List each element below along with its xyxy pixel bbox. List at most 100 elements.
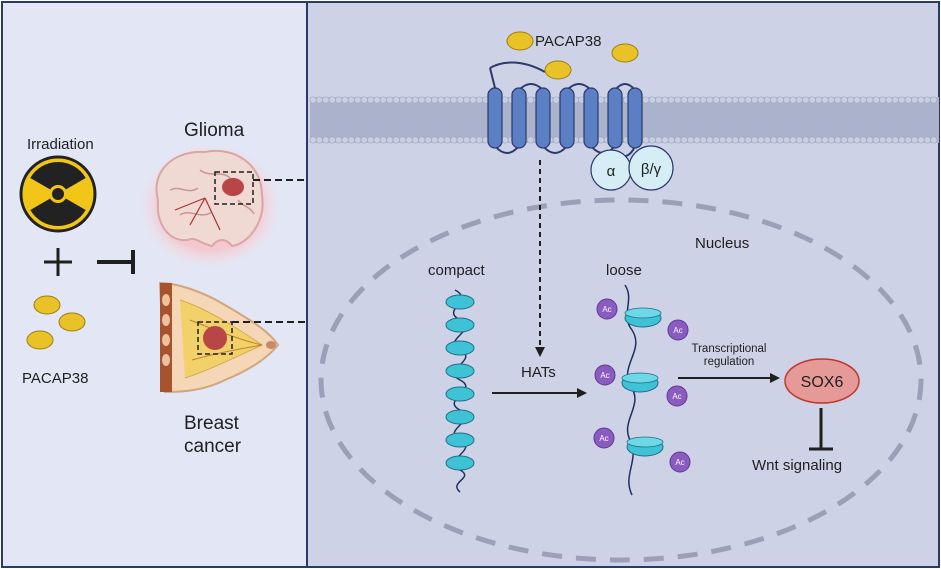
lipid-head bbox=[475, 136, 483, 144]
lipid-head bbox=[744, 136, 752, 144]
lipid-head bbox=[315, 96, 323, 104]
lipid-head bbox=[719, 136, 727, 144]
lipid-head bbox=[335, 96, 343, 104]
lipid-head bbox=[322, 96, 330, 104]
lipid-head bbox=[719, 96, 727, 104]
lipid-head bbox=[463, 136, 471, 144]
acetyl-group bbox=[594, 364, 616, 386]
lipid-head bbox=[405, 96, 413, 104]
lipid-head bbox=[648, 96, 656, 104]
lipid-head bbox=[463, 96, 471, 104]
transcriptional-regulation-label: Transcriptional regulation bbox=[691, 343, 767, 369]
lipid-head bbox=[770, 136, 778, 144]
lipid-head bbox=[783, 136, 791, 144]
lipid-head bbox=[738, 96, 746, 104]
lipid-head bbox=[360, 136, 368, 144]
acetyl-group bbox=[593, 427, 615, 449]
lipid-head bbox=[821, 136, 829, 144]
lipid-head bbox=[738, 136, 746, 144]
lipid-head bbox=[347, 96, 355, 104]
lipid-head bbox=[360, 96, 368, 104]
acetyl-label: Ac bbox=[600, 371, 609, 380]
acetyl-group bbox=[666, 385, 688, 407]
lipid-head bbox=[840, 96, 848, 104]
lipid-head bbox=[789, 96, 797, 104]
lipid-head bbox=[731, 136, 739, 144]
lipid-head bbox=[347, 136, 355, 144]
lipid-head bbox=[751, 96, 759, 104]
breast-cancer-label: Breast cancer bbox=[184, 413, 242, 457]
lipid-head bbox=[693, 136, 701, 144]
lipid-head bbox=[879, 136, 887, 144]
compact-nucleosome bbox=[445, 432, 475, 448]
lipid-head bbox=[872, 96, 880, 104]
lipid-head bbox=[923, 96, 931, 104]
lipid-head bbox=[866, 96, 874, 104]
pacap38-right-label: PACAP38 bbox=[535, 33, 602, 50]
lipid-head bbox=[802, 96, 810, 104]
lipid-head bbox=[399, 136, 407, 144]
lipid-head bbox=[373, 136, 381, 144]
lipid-head bbox=[309, 136, 317, 144]
lipid-head bbox=[840, 136, 848, 144]
lipid-head bbox=[501, 96, 509, 104]
lipid-head bbox=[661, 136, 669, 144]
lipid-head bbox=[328, 96, 336, 104]
lipid-head bbox=[763, 96, 771, 104]
lipid-head bbox=[418, 136, 426, 144]
plus-sign-icon bbox=[44, 248, 72, 276]
g-betagamma-label: β/γ bbox=[641, 161, 662, 178]
lipid-head bbox=[475, 96, 483, 104]
lipid-head bbox=[443, 96, 451, 104]
compact-nucleosome bbox=[445, 363, 475, 379]
lipid-head bbox=[808, 96, 816, 104]
lipid-head bbox=[776, 136, 784, 144]
receptor-helix bbox=[487, 87, 503, 149]
lipid-head bbox=[885, 136, 893, 144]
lipid-head bbox=[309, 96, 317, 104]
lipid-head bbox=[751, 136, 759, 144]
brain-glioma-illustration bbox=[140, 144, 280, 268]
lipid-head bbox=[386, 96, 394, 104]
receptor-helix bbox=[627, 87, 643, 149]
lipid-head bbox=[424, 96, 432, 104]
lipid-head bbox=[469, 136, 477, 144]
sox6-label: SOX6 bbox=[801, 374, 844, 391]
loose-label: loose bbox=[606, 262, 642, 279]
cell-membrane bbox=[309, 96, 939, 144]
lipid-head bbox=[354, 96, 362, 104]
lipid-head bbox=[885, 96, 893, 104]
lipid-head bbox=[687, 96, 695, 104]
acetyl-group bbox=[669, 451, 691, 473]
lipid-head bbox=[834, 96, 842, 104]
lipid-head bbox=[341, 136, 349, 144]
lipid-head bbox=[879, 96, 887, 104]
lipid-head bbox=[418, 96, 426, 104]
loose-nucleosome-top bbox=[624, 307, 662, 319]
lipid-head bbox=[392, 136, 400, 144]
lipid-head bbox=[872, 136, 880, 144]
lipid-head bbox=[648, 136, 656, 144]
lipid-head bbox=[930, 96, 938, 104]
lipid-head bbox=[335, 136, 343, 144]
lipid-head bbox=[642, 96, 650, 104]
pac1-receptor bbox=[487, 61, 643, 158]
lipid-head bbox=[930, 136, 938, 144]
compact-nucleosome bbox=[445, 340, 475, 356]
lipid-head bbox=[904, 96, 912, 104]
lipid-head bbox=[699, 136, 707, 144]
nucleus-envelope bbox=[318, 197, 924, 563]
lipid-head bbox=[725, 136, 733, 144]
right-panel bbox=[306, 1, 940, 568]
lipid-head bbox=[680, 136, 688, 144]
acetyl-label: Ac bbox=[675, 458, 684, 467]
lipid-head bbox=[379, 96, 387, 104]
lipid-head bbox=[808, 136, 816, 144]
acetyl-label: Ac bbox=[672, 392, 681, 401]
compact-nucleosome bbox=[445, 294, 475, 310]
radiation-icon bbox=[19, 155, 97, 233]
lipid-head bbox=[725, 96, 733, 104]
